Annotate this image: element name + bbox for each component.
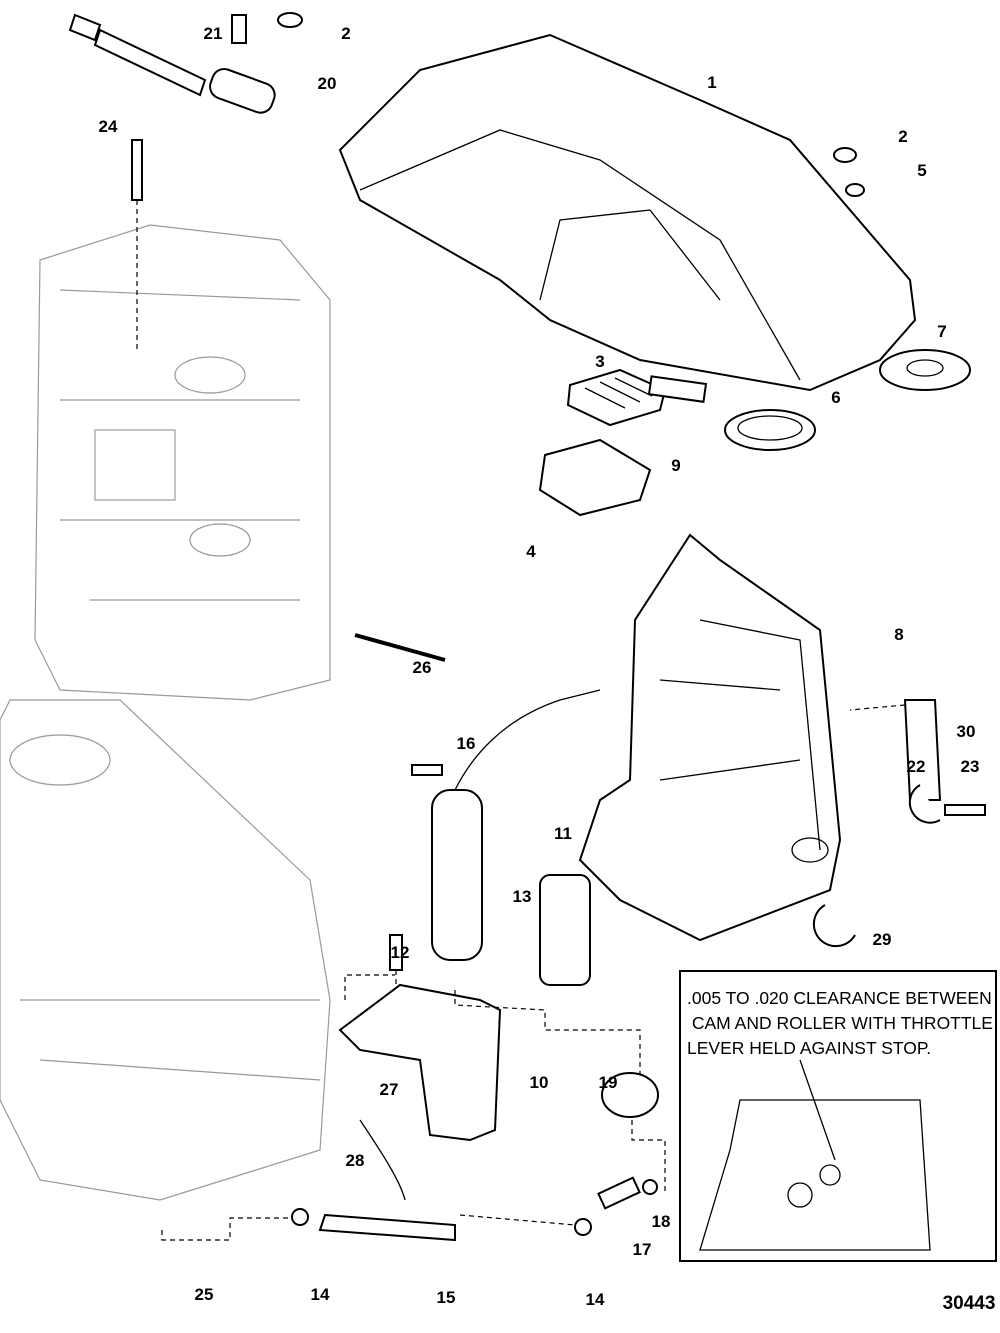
callout-3: 3 (595, 352, 605, 371)
callout-4: 4 (526, 542, 536, 561)
engine-block (34, 224, 331, 701)
callout-10: 10 (529, 1073, 549, 1092)
diagram-number: 30443 (942, 1293, 996, 1314)
callout-2: 2 (898, 127, 908, 146)
fitting-16 (411, 764, 443, 776)
callout-23: 23 (960, 757, 980, 776)
vapor-separator-tank (578, 533, 842, 942)
callout-11: 11 (554, 824, 572, 843)
callout-5: 5 (917, 161, 927, 180)
grommet-2b (833, 147, 857, 163)
clamp-29 (812, 904, 856, 948)
callout-18: 18 (651, 1212, 671, 1231)
gasket (538, 438, 652, 517)
sensor-20 (209, 68, 276, 114)
callout-28: 28 (345, 1151, 365, 1170)
grommet-5 (845, 183, 865, 197)
callout-25: 25 (194, 1285, 214, 1304)
o-ring-18 (642, 1179, 658, 1195)
callout-7: 7 (937, 322, 947, 341)
callout-13: 13 (512, 887, 532, 906)
pump-bracket (338, 983, 502, 1142)
screw-21 (231, 14, 247, 44)
clearance-note: .005 TO .020 CLEARANCE BETWEEN CAM AND R… (687, 988, 993, 1058)
fuel-hose (318, 1213, 456, 1242)
clamp-22 (908, 784, 941, 824)
callout-24: 24 (98, 117, 118, 136)
callout-17: 17 (632, 1240, 652, 1259)
callout-14: 14 (585, 1290, 605, 1309)
callout-16: 16 (456, 734, 476, 753)
callout-9: 9 (671, 456, 681, 475)
fitting-17 (597, 1176, 641, 1210)
callout-21: 21 (203, 24, 223, 43)
grommet-19 (601, 1072, 659, 1118)
callout-26: 26 (412, 658, 432, 677)
callout-15: 15 (436, 1288, 456, 1307)
clearance-note-box: .005 TO .020 CLEARANCE BETWEEN CAM AND R… (679, 970, 997, 1262)
fitting-24 (131, 139, 143, 201)
intake-manifold (0, 699, 331, 1201)
callout-27: 27 (379, 1080, 399, 1099)
filter (566, 368, 667, 427)
cable-tie (354, 633, 446, 662)
callout-30: 30 (956, 722, 976, 741)
sensor-cable (68, 13, 207, 97)
callout-20: 20 (317, 74, 337, 93)
callout-6: 6 (831, 388, 841, 407)
clip-30 (903, 699, 942, 801)
clamp-14b (574, 1218, 592, 1236)
callout-29: 29 (872, 930, 892, 949)
callout-1: 1 (707, 73, 717, 92)
fuel-pump (431, 789, 483, 961)
seal-strip (647, 375, 708, 403)
grommet-2 (277, 12, 303, 28)
clamp-14a (291, 1208, 309, 1226)
callout-22: 22 (906, 757, 926, 776)
throttle-cam-detail (699, 1059, 931, 1251)
screw-23 (944, 804, 986, 816)
callout-12: 12 (390, 943, 410, 962)
seal-7 (879, 349, 971, 391)
filter-sleeve (539, 874, 591, 986)
callout-8: 8 (894, 625, 904, 644)
ground-strap (359, 1119, 406, 1201)
callout-2: 2 (341, 24, 351, 43)
callout-14: 14 (310, 1285, 330, 1304)
callout-19: 19 (598, 1073, 618, 1092)
